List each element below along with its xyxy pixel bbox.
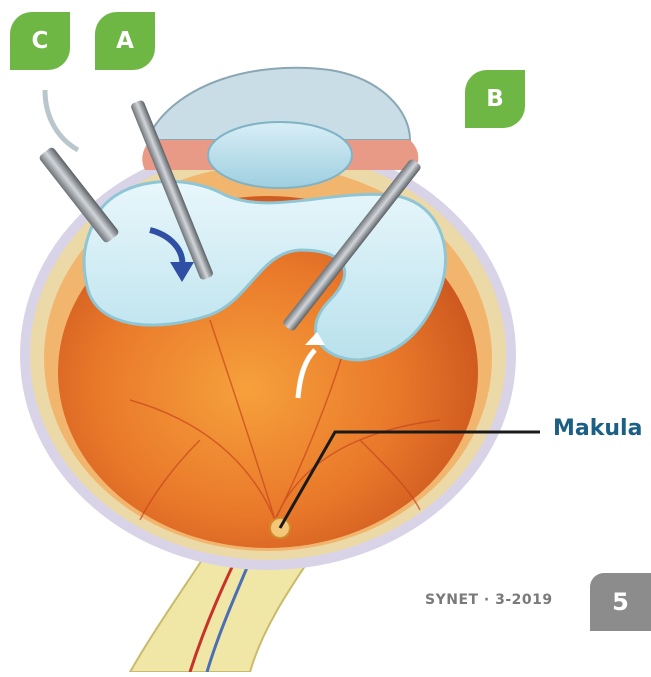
- lens: [208, 122, 352, 188]
- page-number: 5: [590, 573, 651, 631]
- light-cable: [45, 90, 78, 150]
- badge-a: A: [95, 12, 155, 70]
- makula-label: Makula: [553, 416, 642, 441]
- badge-c: C: [10, 12, 70, 70]
- badge-b: B: [465, 70, 525, 128]
- publication-info: SYNET · 3-2019: [425, 592, 553, 608]
